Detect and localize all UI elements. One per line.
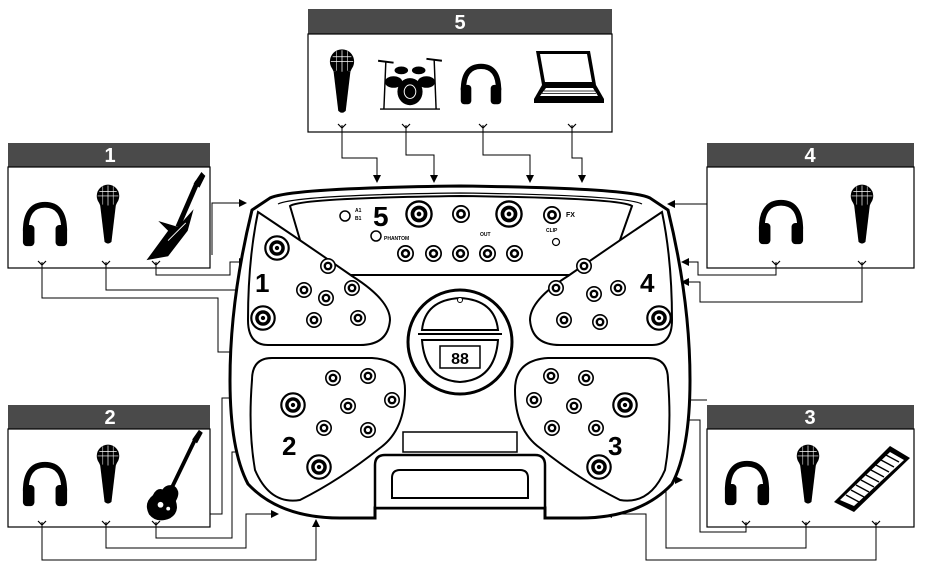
station-5-label: 5 [454, 12, 465, 34]
knob[interactable] [548, 280, 564, 296]
station-5: 5 [307, 9, 613, 133]
knob[interactable] [360, 368, 376, 384]
mixer-device: 5 A1 B1 PHANTOM FX CLIP OUT 1 [228, 184, 692, 520]
knob[interactable] [588, 420, 604, 436]
knob[interactable] [320, 258, 336, 274]
station-5-header [308, 9, 612, 34]
master-display-value: 88 [451, 351, 469, 368]
knob[interactable] [479, 245, 496, 262]
knob[interactable] [296, 282, 312, 298]
knob[interactable] [610, 280, 626, 296]
module-5-b-label: B1 [355, 216, 362, 222]
knob[interactable] [306, 312, 322, 328]
knob[interactable] [556, 312, 572, 328]
knob[interactable] [280, 392, 306, 418]
clip-label: CLIP [546, 228, 558, 234]
knob[interactable] [566, 398, 582, 414]
knob[interactable] [264, 235, 290, 261]
module-2-number: 2 [282, 431, 296, 461]
module-5-number: 5 [373, 201, 389, 232]
knob[interactable] [578, 370, 594, 386]
knob[interactable] [318, 290, 334, 306]
station-4-box [706, 166, 915, 269]
handle-grip [391, 469, 529, 499]
module-1-number: 1 [255, 268, 269, 298]
knob[interactable] [316, 420, 332, 436]
knob[interactable] [405, 200, 433, 228]
knob[interactable] [397, 245, 414, 262]
knob[interactable] [384, 392, 400, 408]
module-3-number: 3 [608, 431, 622, 461]
knob[interactable] [543, 368, 559, 384]
knob[interactable] [350, 310, 366, 326]
station-3-header [707, 405, 914, 429]
module-4 [528, 210, 674, 346]
knob[interactable] [340, 398, 356, 414]
knob[interactable] [425, 245, 442, 262]
knob[interactable] [250, 305, 276, 331]
jack-ticks [37, 123, 881, 526]
station-1-header [8, 143, 210, 167]
knob[interactable] [306, 454, 332, 480]
knob[interactable] [452, 245, 469, 262]
knob[interactable] [495, 200, 523, 228]
station-3: 3 [706, 405, 915, 528]
knob[interactable] [646, 305, 672, 331]
knob[interactable] [360, 422, 376, 438]
station-2-label: 2 [104, 407, 115, 429]
station-4-label: 4 [804, 145, 816, 167]
knob[interactable] [586, 454, 612, 480]
master-display [439, 345, 481, 369]
knob[interactable] [612, 392, 638, 418]
phantom-button[interactable] [370, 230, 382, 242]
knob[interactable] [586, 286, 602, 302]
module-4-number: 4 [640, 268, 655, 298]
knob[interactable] [452, 205, 470, 223]
fx-label: FX [566, 212, 575, 219]
phantom-label: PHANTOM [384, 236, 409, 242]
knob[interactable] [506, 245, 523, 262]
station-3-label: 3 [804, 407, 815, 429]
knob[interactable] [592, 314, 608, 330]
knob[interactable] [576, 258, 592, 274]
knob[interactable] [344, 280, 360, 296]
knob[interactable] [543, 206, 561, 224]
knob[interactable] [526, 392, 542, 408]
module-5-a-label: A1 [355, 208, 362, 214]
station-4-header [707, 143, 914, 167]
station-2: 2 [7, 405, 211, 528]
station-2-header [8, 405, 210, 429]
knob[interactable] [325, 370, 341, 386]
out-label: OUT [480, 232, 491, 238]
station-1-label: 1 [104, 145, 115, 167]
knob[interactable] [544, 420, 560, 436]
station-4: 4 [706, 143, 915, 269]
station-1: 1 [7, 143, 211, 269]
